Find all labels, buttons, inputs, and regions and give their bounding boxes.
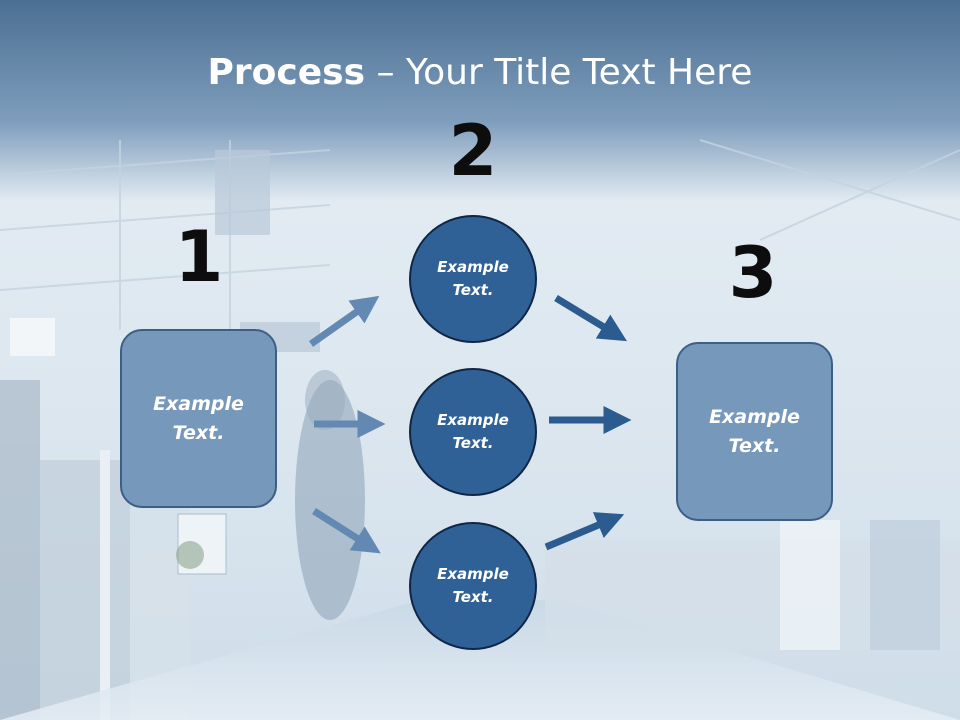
left-process-box: Example Text. — [120, 329, 277, 508]
step-number-2: 2 — [448, 110, 498, 192]
title-bold: Process — [207, 52, 366, 93]
circle-2-text: Example Text. — [437, 411, 509, 452]
right-box-text: Example Text. — [709, 405, 800, 457]
arrow-box-to-circle-3 — [312, 508, 381, 554]
arrow-box-to-circle-1 — [308, 295, 380, 347]
circle-3-text: Example Text. — [437, 565, 509, 606]
process-circle-2: Example Text. — [409, 368, 537, 496]
process-circle-1: Example Text. — [409, 215, 537, 343]
title-rest: – Your Title Text Here — [365, 52, 753, 93]
slide-title: Process – Your Title Text Here — [0, 52, 960, 93]
circle-1-text: Example Text. — [437, 258, 509, 299]
arrow-circle-3-to-box — [544, 512, 625, 551]
arrow-circle-1-to-box — [554, 295, 627, 342]
left-box-text: Example Text. — [153, 392, 244, 444]
step-number-1: 1 — [174, 216, 224, 298]
right-process-box: Example Text. — [676, 342, 833, 521]
step-number-3: 3 — [728, 232, 778, 314]
process-circle-3: Example Text. — [409, 522, 537, 650]
